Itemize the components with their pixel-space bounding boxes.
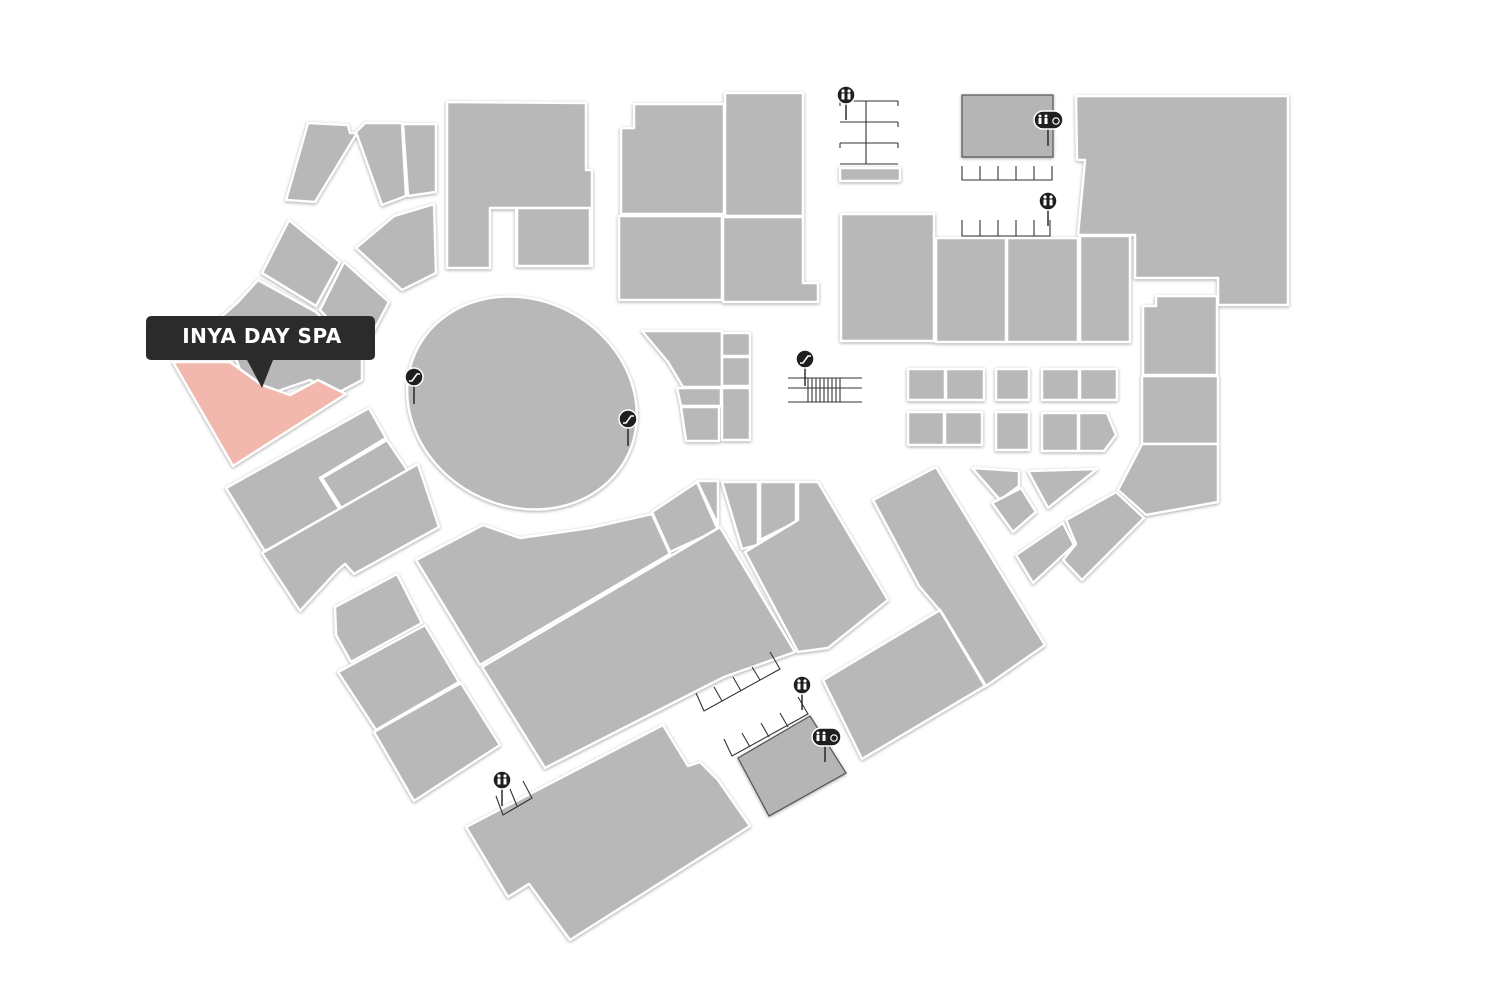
store-unit[interactable] <box>720 355 752 388</box>
store-unit[interactable] <box>1140 374 1220 446</box>
store-unit[interactable] <box>354 121 408 207</box>
store-unit[interactable] <box>970 466 1021 502</box>
store-unit[interactable] <box>1074 94 1290 307</box>
escalator-icon[interactable] <box>618 409 638 446</box>
restroom-icon[interactable] <box>792 675 812 710</box>
store-unit[interactable] <box>260 218 342 308</box>
accessible-restroom-icon[interactable] <box>811 727 842 762</box>
parking-stalls <box>495 100 1053 816</box>
kiosk[interactable] <box>906 367 947 402</box>
store-unit[interactable] <box>1061 490 1146 582</box>
accessible-restroom-icon[interactable] <box>1033 110 1064 146</box>
store-unit[interactable] <box>333 572 424 664</box>
store-unit[interactable] <box>1005 236 1080 344</box>
store-unit[interactable] <box>336 623 461 732</box>
kiosk[interactable] <box>1077 411 1118 453</box>
store-unit[interactable] <box>464 723 752 942</box>
store-unit[interactable] <box>1141 294 1219 377</box>
store-unit[interactable] <box>721 215 820 304</box>
kiosk[interactable] <box>994 367 1031 402</box>
store-unit[interactable] <box>619 102 726 216</box>
kiosk[interactable] <box>906 410 946 447</box>
store-unit[interactable] <box>1116 442 1220 517</box>
central-atrium[interactable] <box>369 257 674 550</box>
store-unit[interactable] <box>723 91 805 218</box>
store-unit[interactable] <box>414 512 672 667</box>
store-unit[interactable] <box>821 608 987 761</box>
store-layer <box>171 91 1290 942</box>
kiosk[interactable] <box>1040 367 1081 402</box>
store-unit[interactable] <box>839 212 936 343</box>
store-unit[interactable] <box>1026 467 1099 510</box>
store-unit[interactable] <box>720 386 752 442</box>
store-unit[interactable] <box>743 480 890 654</box>
kiosk[interactable] <box>1040 411 1080 453</box>
restroom-icon[interactable] <box>492 770 512 806</box>
store-unit[interactable] <box>640 329 724 389</box>
store-label-text: INYA DAY SPA <box>182 324 342 348</box>
store-unit[interactable] <box>284 121 359 204</box>
store-unit[interactable] <box>838 166 902 183</box>
store-unit[interactable] <box>372 681 502 803</box>
selected-store-inya-day-spa[interactable] <box>171 360 348 468</box>
store-unit[interactable] <box>1078 234 1132 344</box>
kiosk[interactable] <box>994 410 1031 452</box>
escalator-icon[interactable] <box>795 349 815 386</box>
store-unit[interactable] <box>1014 521 1076 585</box>
store-unit[interactable] <box>480 525 797 770</box>
kiosk[interactable] <box>943 410 984 447</box>
kiosk[interactable] <box>1078 367 1119 402</box>
store-unit[interactable] <box>675 386 723 408</box>
store-unit[interactable] <box>695 479 720 527</box>
restroom-icon[interactable] <box>836 85 856 120</box>
store-unit[interactable] <box>990 486 1038 534</box>
amenity-pins <box>404 85 1064 806</box>
store-unit[interactable] <box>720 331 752 358</box>
store-unit[interactable] <box>617 214 724 302</box>
kiosk[interactable] <box>944 367 986 402</box>
store-unit[interactable] <box>354 202 438 292</box>
store-unit[interactable] <box>934 236 1008 344</box>
store-unit[interactable] <box>260 462 441 613</box>
restroom-icon[interactable] <box>1038 191 1058 226</box>
escalator-icon[interactable] <box>404 367 424 404</box>
store-unit[interactable] <box>679 405 721 443</box>
store-unit[interactable] <box>515 206 592 268</box>
store-label-callout[interactable]: INYA DAY SPA <box>146 316 375 388</box>
store-unit[interactable] <box>401 122 438 198</box>
